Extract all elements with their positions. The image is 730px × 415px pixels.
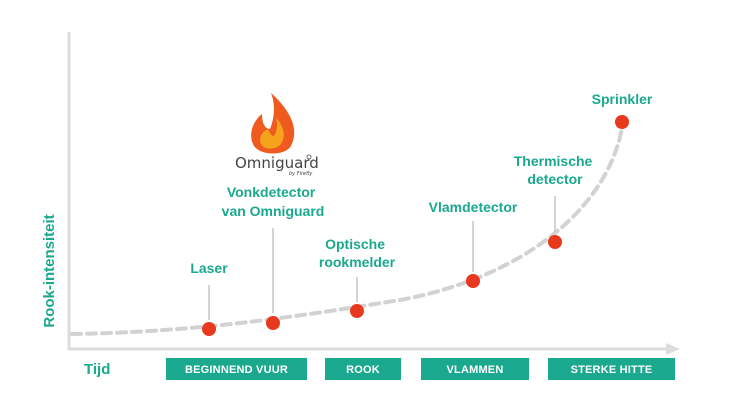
leader-lines <box>208 196 556 320</box>
phase-box-beginnend-vuur <box>166 358 307 380</box>
label-vonkdetector: Vonkdetector van Omniguard <box>222 184 325 219</box>
phase-box-sterke-hitte <box>548 358 675 380</box>
phase-label: STERKE HITTE <box>571 364 653 376</box>
label-laser: Laser <box>190 260 228 276</box>
phase-label: VLAMMEN <box>446 364 503 376</box>
y-axis-label: Rook-intensiteit <box>41 214 58 327</box>
registered-icon <box>306 154 312 160</box>
marker-thermische-detector <box>548 235 562 249</box>
phase-bar: BEGINNEND VUUR ROOK VLAMMEN STERKE HITTE <box>166 358 675 380</box>
phase-label: BEGINNEND VUUR <box>185 364 288 376</box>
smoke-intensity-curve <box>70 120 625 336</box>
detector-markers <box>202 115 629 336</box>
x-axis-label: Tijd <box>84 361 110 378</box>
marker-laser <box>202 322 216 336</box>
label-thermische-detector: Thermische detector <box>514 153 596 187</box>
marker-vlamdetector <box>466 274 480 288</box>
logo-wordmark: Omniguard <box>235 154 319 172</box>
phase-box-vlammen <box>421 358 529 380</box>
label-sprinkler: Sprinkler <box>592 91 653 107</box>
omniguard-logo: Omniguard by Firefly <box>235 93 319 177</box>
marker-sprinkler <box>615 115 629 129</box>
phase-box-rook <box>325 358 401 380</box>
marker-optische-rookmelder <box>350 304 364 318</box>
label-optische-rookmelder: Optische rookmelder <box>319 236 396 270</box>
flame-icon <box>251 93 295 154</box>
detector-labels: Laser Vonkdetector van Omniguard Optisch… <box>190 91 653 276</box>
logo-tagline: by Firefly <box>289 171 313 177</box>
marker-vonkdetector <box>266 316 280 330</box>
x-axis-arrow-icon <box>666 343 680 355</box>
phase-label: ROOK <box>346 364 380 376</box>
label-vlamdetector: Vlamdetector <box>429 199 518 215</box>
